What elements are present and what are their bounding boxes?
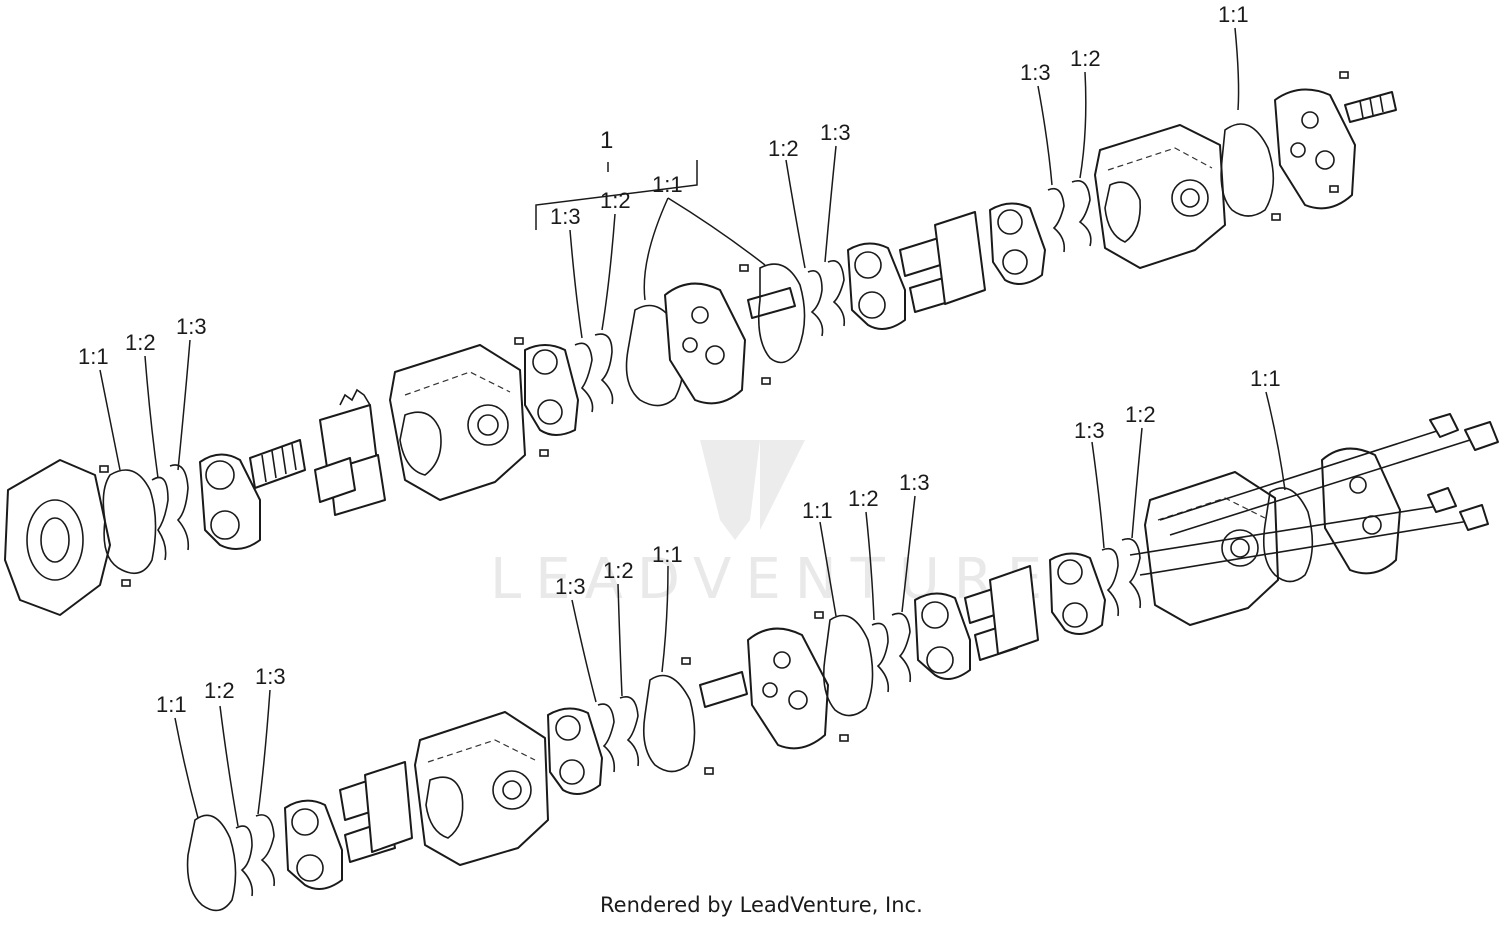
wear-plate: [547, 707, 603, 795]
wear-plate: [1049, 552, 1106, 635]
gear-set: [314, 388, 386, 516]
callout-label: 1:2: [204, 678, 235, 703]
callout-label: 1:3: [550, 204, 581, 229]
callout-label: 1:2: [1125, 402, 1156, 427]
pump-housing: [1144, 471, 1279, 626]
cover-plate: [664, 282, 746, 405]
wear-plate: [524, 344, 579, 436]
gear-set: [339, 761, 413, 863]
backup-ring: [151, 476, 169, 561]
o-ring-seal: [102, 469, 157, 575]
callout-label: 1:3: [899, 470, 930, 495]
coupling-shaft: [747, 287, 796, 319]
callout-label: 1:1: [802, 498, 833, 523]
callout-label: 1:2: [125, 330, 156, 355]
cover-plate: [747, 627, 829, 750]
seal-ring: [827, 260, 846, 327]
render-credit: Rendered by LeadVenture, Inc.: [600, 893, 923, 917]
o-ring-seal: [1262, 487, 1314, 583]
o-ring-seal: [1220, 123, 1275, 217]
tie-bolts: [1129, 413, 1499, 576]
mounting-flange: [4, 459, 111, 616]
callout-label: 1:1: [78, 344, 109, 369]
backup-ring: [1101, 547, 1120, 617]
callout-label: 1:2: [848, 486, 879, 511]
seal-ring: [169, 464, 190, 551]
bearing-block: [284, 799, 343, 890]
seal-ring: [1071, 180, 1092, 247]
backup-ring: [871, 622, 890, 693]
gear-set: [964, 565, 1039, 661]
watermark-logo-icon: [700, 440, 805, 540]
backup-ring: [1047, 187, 1066, 253]
callout-label: 1:3: [820, 120, 851, 145]
seal-ring: [594, 333, 614, 405]
bearing-block: [199, 453, 261, 550]
backup-ring: [574, 342, 594, 413]
pump-housing: [414, 711, 549, 866]
leader-lines: [99, 27, 1286, 827]
callout-label: 1:1: [156, 692, 187, 717]
backup-ring: [235, 825, 254, 897]
callout-label: 1:3: [1074, 418, 1105, 443]
callout-label: 1:1: [652, 172, 683, 197]
callout-label: 1:3: [255, 664, 286, 689]
lower-pump-assembly: [186, 413, 1499, 912]
callout-label: 1:2: [600, 188, 631, 213]
coupling-shaft: [699, 671, 748, 708]
callout-label: 1:2: [1070, 46, 1101, 71]
callout-label: 1:3: [1020, 60, 1051, 85]
o-ring-seal: [822, 614, 874, 717]
o-ring-seal: [186, 814, 237, 912]
seal-ring: [891, 612, 912, 683]
backup-ring: [597, 703, 616, 773]
drive-shaft: [249, 439, 306, 489]
callout-label: 1:3: [176, 314, 207, 339]
bearing-block: [847, 242, 906, 330]
end-cover: [1321, 447, 1401, 575]
seal-ring: [255, 814, 276, 887]
callout-label: 1:1: [1218, 2, 1249, 27]
backup-ring: [807, 270, 824, 337]
wear-plate: [989, 202, 1046, 285]
gear-set: [899, 211, 986, 313]
callout-label: 1:3: [555, 574, 586, 599]
callout-label: 1:2: [768, 136, 799, 161]
assembly-group-label: 1: [600, 127, 613, 154]
pump-housing: [1094, 124, 1226, 269]
o-ring-seal: [757, 263, 806, 364]
end-cover: [1274, 88, 1356, 210]
seal-ring: [1121, 538, 1142, 609]
upper-pump-assembly: [4, 71, 1397, 616]
callout-label: 1:2: [603, 558, 634, 583]
o-ring-seal: [642, 674, 696, 773]
input-shaft: [1344, 91, 1397, 123]
pump-housing: [389, 344, 526, 501]
seal-ring: [619, 696, 640, 767]
callout-label: 1:1: [1250, 366, 1281, 391]
bearing-block: [914, 592, 971, 680]
callout-label: 1:1: [652, 542, 683, 567]
callout-labels: 1:1 1:2 1:3 1:3 1:2 1:1 1:2 1:3 1:3 1:2 …: [78, 2, 1281, 717]
